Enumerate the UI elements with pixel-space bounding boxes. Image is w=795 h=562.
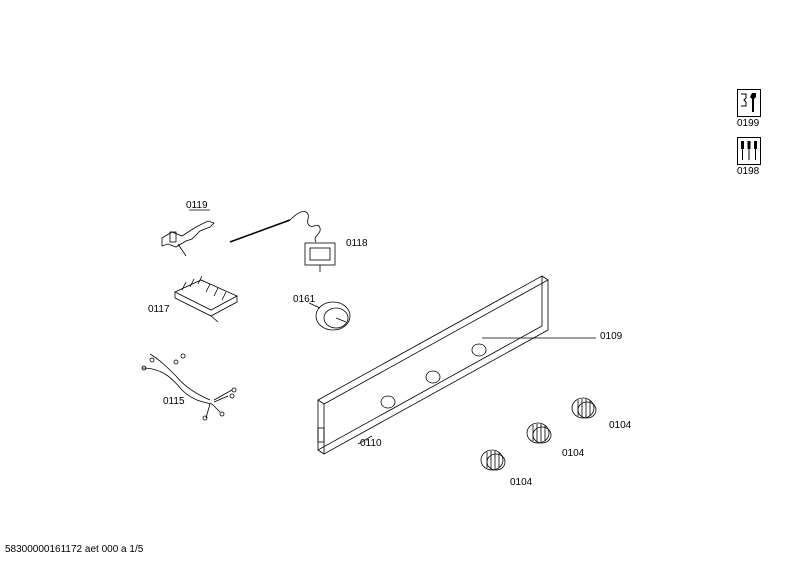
screwdriver-set-icon[interactable] <box>737 137 761 165</box>
label-tool-0199: 0199 <box>737 118 760 129</box>
part-0115-wiring <box>141 353 237 421</box>
label-part-0104-left[interactable]: 0104 <box>510 477 533 488</box>
part-0110-control-panel <box>317 275 596 455</box>
label-part-0117[interactable]: 0117 <box>148 304 170 315</box>
label-part-0119[interactable]: 0119 <box>186 200 208 211</box>
label-part-0115[interactable]: 0115 <box>163 396 185 407</box>
document-id: 58300000161172 aet 000 a 1/5 <box>5 544 144 555</box>
label-part-0161[interactable]: 0161 <box>293 294 316 305</box>
label-part-0110[interactable]: 0110 <box>360 438 382 449</box>
label-part-0109[interactable]: 0109 <box>600 331 623 342</box>
label-tool-0198: 0198 <box>737 166 760 177</box>
part-0118-thermostat <box>229 211 336 272</box>
wrench-tool-icon[interactable] <box>737 89 761 117</box>
part-0119-bracket <box>161 209 215 257</box>
part-0104-knobs <box>480 397 597 471</box>
part-0161-knob-insert <box>308 301 351 331</box>
part-0117-terminal-block <box>174 275 238 323</box>
label-part-0104-middle[interactable]: 0104 <box>562 448 585 459</box>
label-part-0118[interactable]: 0118 <box>346 238 368 249</box>
label-part-0104-right[interactable]: 0104 <box>609 420 632 431</box>
